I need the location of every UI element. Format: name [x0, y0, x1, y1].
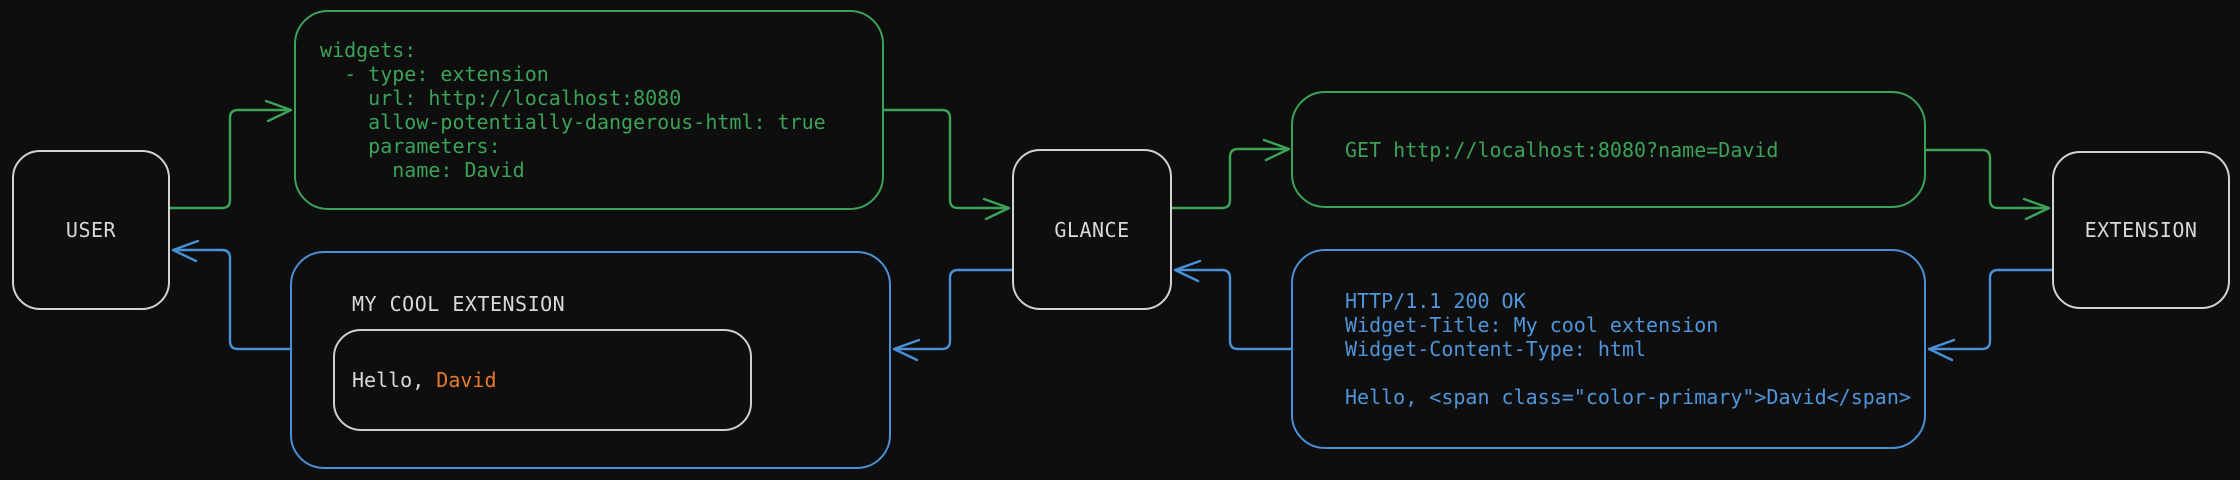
widget-title: MY COOL EXTENSION — [352, 292, 566, 316]
http-response-text: HTTP/1.1 200 OK Widget-Title: My cool ex… — [1345, 289, 1911, 409]
arrow-response-to-glance — [1173, 259, 1291, 351]
greeting-name: David — [436, 368, 497, 392]
arrow-glance-to-widget — [892, 268, 1012, 362]
widget-greeting-box: Hello, David — [333, 329, 752, 431]
node-user-label: USER — [65, 218, 117, 242]
rendered-widget-box: MY COOL EXTENSION Hello, David — [290, 251, 891, 469]
node-user: USER — [12, 150, 170, 310]
http-request-text: GET http://localhost:8080?name=David — [1345, 137, 1779, 162]
node-glance: GLANCE — [1012, 149, 1172, 310]
http-request-box: GET http://localhost:8080?name=David — [1291, 91, 1926, 208]
arrow-user-to-config — [170, 99, 293, 210]
http-response-box: HTTP/1.1 200 OK Widget-Title: My cool ex… — [1291, 249, 1926, 449]
greeting-prefix: Hello, — [352, 368, 437, 392]
config-yaml-text: widgets: - type: extension url: http://l… — [320, 38, 826, 182]
arrow-extension-to-response — [1927, 268, 2052, 362]
arrow-request-to-extension — [1926, 148, 2051, 221]
arrow-widget-to-user — [171, 239, 290, 351]
config-yaml-box: widgets: - type: extension url: http://l… — [294, 10, 884, 210]
arrow-glance-to-request — [1172, 138, 1291, 210]
node-extension: EXTENSION — [2052, 151, 2230, 309]
node-glance-label: GLANCE — [1054, 217, 1130, 242]
arrow-config-to-glance — [884, 108, 1011, 221]
node-extension-label: EXTENSION — [2084, 218, 2198, 242]
